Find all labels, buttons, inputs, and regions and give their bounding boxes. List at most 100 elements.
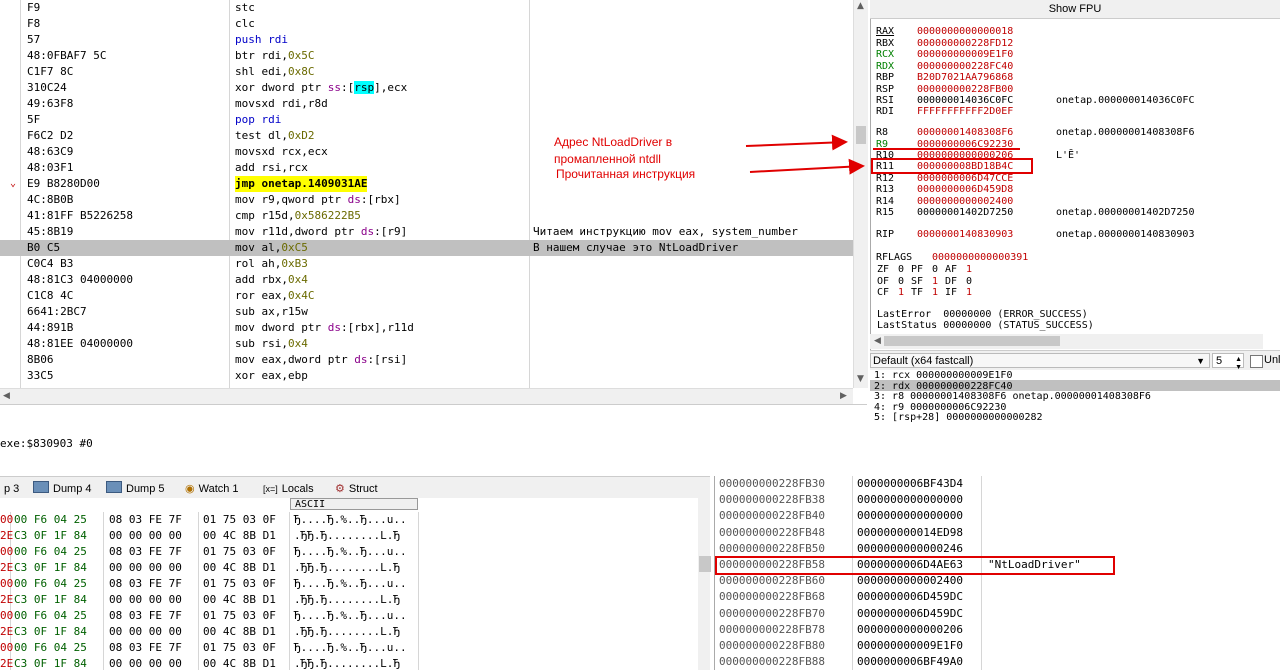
dump-ascii-text[interactable]: Ђ....Ђ.%..Ђ...u.. [294,641,407,654]
register-value-rcx[interactable]: 000000000009E1F0 [917,49,1014,60]
tab-dump-4[interactable]: Dump 4 [33,480,92,498]
dump-hex-group-2[interactable]: 00 00 00 00 [109,561,182,574]
tab-dump-5[interactable]: Dump 5 [106,480,165,498]
stack-value[interactable]: 0000000006BF43D4 [857,477,963,490]
call-argument-row[interactable]: 3: r8 00000001408308F6 onetap.0000000140… [874,391,1151,402]
register-value-rbp[interactable]: B20D7021AA796868 [917,72,1014,83]
stack-value[interactable]: 0000000006D4AE63 [857,558,963,571]
flag-value-af[interactable]: 1 [966,264,973,275]
flag-value-cf[interactable]: 1 [898,287,905,298]
scroll-thumb[interactable] [856,126,866,144]
spinner-up-icon[interactable]: ▲ [1235,356,1242,363]
flag-value-of[interactable]: 0 [898,275,905,287]
scroll-right-icon[interactable]: ▶ [840,391,847,401]
dump-ascii-text[interactable]: .ЂЂ.Ђ........L.Ђ [294,625,400,638]
ascii-column-header[interactable]: ASCII [290,498,418,510]
register-value-rsi[interactable]: 000000014036C0FC [917,95,1014,106]
register-value-rip[interactable]: 0000000140830903 [917,229,1014,240]
dump-hex-group-3[interactable]: 01 75 03 0F [203,609,276,622]
register-value-rsp[interactable]: 000000000228FB00 [917,84,1014,95]
call-argument-row[interactable]: 1: rcx 000000000009E1F0 [874,370,1013,381]
dump-hex-group-3[interactable]: 01 75 03 0F [203,641,276,654]
stack-address[interactable]: 000000000228FB88 [719,655,825,669]
dump-byte-prefix[interactable]: 00 [0,545,14,558]
unlock-checkbox[interactable] [1250,355,1263,368]
stack-value[interactable]: 0000000000000000 [857,509,963,523]
register-value-rdx[interactable]: 000000000228FC40 [917,61,1014,72]
dump-hex-group-3[interactable]: 00 4C 8B D1 [203,625,276,638]
dump-hex-group-1[interactable]: 00 F6 04 25 [14,609,87,622]
scroll-left-icon[interactable]: ◀ [3,391,10,401]
register-value-r13[interactable]: 0000000006D459D8 [917,184,1014,195]
dump-ascii-text[interactable]: Ђ....Ђ.%..Ђ...u.. [294,577,407,590]
dump-hex-group-1[interactable]: 00 F6 04 25 [14,545,87,558]
dump-byte-prefix[interactable]: 2E [0,625,14,638]
stack-value[interactable]: 0000000000000000 [857,493,963,507]
stack-value[interactable]: 0000000000002400 [857,574,963,588]
flag-value-if[interactable]: 1 [966,287,973,298]
registers-scrollbar[interactable] [1263,20,1278,350]
stack-value[interactable]: 0000000006D459DC [857,606,963,620]
stack-address[interactable]: 000000000228FB40 [719,509,825,523]
dump-hex-group-2[interactable]: 08 03 FE 7F [109,641,182,654]
stack-value[interactable]: 0000000000000246 [857,541,963,555]
stack-address[interactable]: 000000000228FB50 [719,541,825,555]
show-fpu-button[interactable]: Show FPU [870,0,1280,19]
dump-hex-group-1[interactable]: C3 0F 1F 84 [14,625,87,638]
call-argument-row[interactable]: 5: [rsp+28] 0000000000000282 [874,412,1043,423]
dump-hex-group-1[interactable]: 00 F6 04 25 [14,513,87,526]
dump-byte-prefix[interactable]: 00 [0,641,14,654]
dump-hex-group-2[interactable]: 00 00 00 00 [109,529,182,542]
stack-address[interactable]: 000000000228FB78 [719,622,825,636]
dump-ascii-text[interactable]: Ђ....Ђ.%..Ђ...u.. [294,545,407,558]
dump-hex-group-1[interactable]: 00 F6 04 25 [14,641,87,654]
call-argument-row[interactable]: 4: r9 0000000006C92230 [874,401,1007,413]
dump-ascii-text[interactable]: Ђ....Ђ.%..Ђ...u.. [294,609,407,622]
flag-value-zf[interactable]: 0 [898,264,905,275]
dump-hex-group-1[interactable]: C3 0F 1F 84 [14,657,87,670]
arg-count-spinner[interactable]: 5 ▲ ▼ [1212,353,1244,371]
stack-address[interactable]: 000000000228FB48 [719,525,825,539]
dump-hex-group-1[interactable]: 00 F6 04 25 [14,577,87,590]
dump-byte-prefix[interactable]: 2E [0,529,14,542]
dump-hex-group-2[interactable]: 08 03 FE 7F [109,545,182,558]
stack-comment[interactable]: "NtLoadDriver" [988,558,1081,571]
stack-value[interactable]: 000000000009E1F0 [857,639,963,652]
scroll-left-icon[interactable]: ◀ [874,336,881,346]
dump-byte-prefix[interactable]: 2E [0,561,14,574]
disasm-horizontal-scrollbar[interactable]: ◀ ▶ [0,388,853,404]
dump-hex-group-1[interactable]: C3 0F 1F 84 [14,593,87,606]
stack-value[interactable]: 0000000006BF49A0 [857,655,963,669]
stack-address[interactable]: 000000000228FB80 [719,639,825,652]
scroll-thumb[interactable] [884,336,1060,346]
register-value-r15[interactable]: 00000001402D7250 [917,207,1014,218]
dump-hex-group-2[interactable]: 00 00 00 00 [109,657,182,670]
scroll-down-icon[interactable]: ▼ [857,374,864,384]
dump-hex-group-3[interactable]: 00 4C 8B D1 [203,657,276,670]
dump-hex-group-2[interactable]: 08 03 FE 7F [109,513,182,526]
register-value-rdi[interactable]: FFFFFFFFFFF2D0EF [917,106,1014,117]
dump-hex-group-2[interactable]: 00 00 00 00 [109,593,182,606]
dump-hex-group-3[interactable]: 00 4C 8B D1 [203,561,276,574]
flag-value-sf[interactable]: 1 [932,275,939,287]
tab-p-3[interactable]: p 3 [0,480,19,498]
tab-struct[interactable]: ⚙Struct [335,480,378,498]
register-value-r14[interactable]: 0000000000002400 [917,196,1014,207]
stack-value[interactable]: 0000000006D459DC [857,590,963,604]
